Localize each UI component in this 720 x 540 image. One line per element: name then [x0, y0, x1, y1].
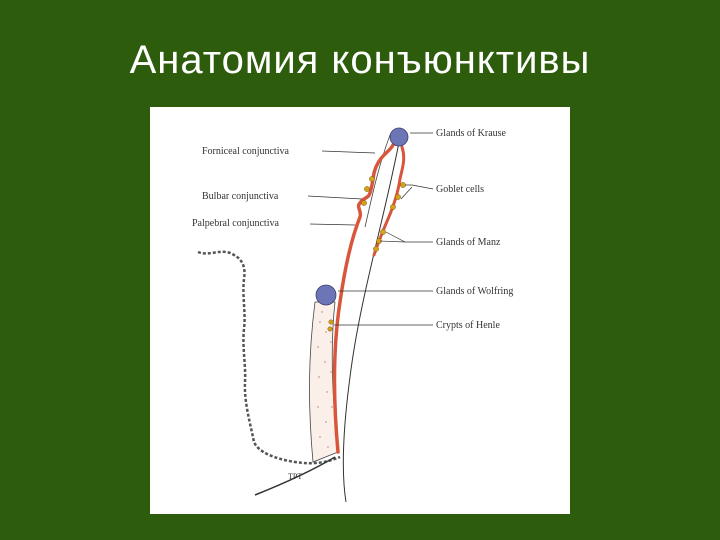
label-bulbar-conjunctiva: Bulbar conjunctiva — [202, 191, 279, 202]
label-glands-of-krause: Glands of Krause — [436, 128, 507, 139]
label-crypts-of-henle: Crypts of Henle — [436, 320, 500, 331]
goblet-cells — [361, 176, 406, 210]
tarsal-dots — [317, 311, 333, 448]
label-forniceal-conjunctiva: Forniceal conjunctiva — [202, 146, 289, 157]
gland-of-wolfring — [315, 284, 337, 306]
glands-of-manz — [373, 229, 386, 252]
eyelid-skin — [197, 250, 341, 465]
label-goblet-cells: Goblet cells — [436, 184, 484, 195]
slide-title: Анатомия конъюнктивы — [129, 38, 591, 82]
eyeball-curve — [342, 136, 401, 503]
lash — [254, 456, 336, 496]
diagram-panel: Forniceal conjunctiva Bulbar conjunctiva… — [150, 107, 570, 514]
fornix-outline — [364, 134, 391, 228]
bulbar-conjunctiva-line — [372, 145, 406, 257]
label-palpebral-conjunctiva: Palpebral conjunctiva — [192, 218, 279, 229]
label-glands-of-manz: Glands of Manz — [436, 237, 501, 248]
leader-lines — [307, 132, 434, 326]
conjunctiva-diagram: Forniceal conjunctiva Bulbar conjunctiva… — [192, 127, 513, 503]
palpebral-conjunctiva-line — [332, 143, 395, 454]
label-glands-of-wolfring: Glands of Wolfring — [436, 286, 513, 297]
gland-of-krause — [389, 127, 409, 147]
artist-signature: TPT — [288, 472, 302, 481]
crypts-of-henle — [327, 319, 334, 332]
